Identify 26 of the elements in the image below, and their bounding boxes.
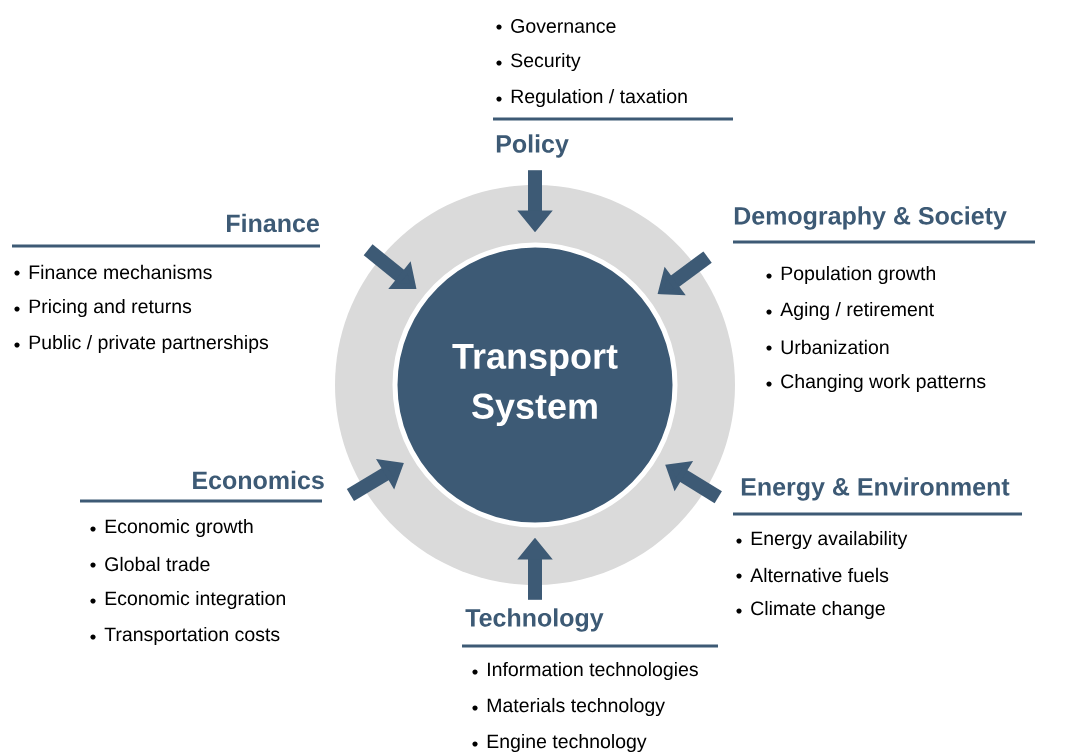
bullet-item: Energy availability xyxy=(736,530,908,550)
bullet-item: Urbanization xyxy=(766,339,889,355)
bullet-item: Population growth xyxy=(766,265,935,285)
bullet-item: Engine technology xyxy=(472,733,647,753)
heading: Energy & Environment xyxy=(741,477,1010,501)
heading: Demography & Society xyxy=(734,206,1007,230)
bullet-item: Regulation / taxation xyxy=(496,88,687,108)
heading: Finance xyxy=(227,213,319,233)
bullet-item: Alternative fuels xyxy=(736,567,889,583)
bullet-item: Pricing and returns xyxy=(14,298,192,318)
bullet-item: Economic growth xyxy=(90,518,253,538)
heading: Technology xyxy=(465,608,604,632)
bullet-item: Governance xyxy=(496,19,616,33)
bullet-item: Materials technology xyxy=(472,697,665,717)
bullet-item: Public / private partnerships xyxy=(14,334,269,354)
bullet-item: Information technologies xyxy=(472,661,698,681)
bullet-item: Changing work patterns xyxy=(766,373,986,393)
heading: Economics xyxy=(193,470,324,490)
bullet-item: Global trade xyxy=(90,556,210,572)
bullet-item: Economic integration xyxy=(90,590,285,610)
bullet-item: Transportation costs xyxy=(90,626,280,646)
bullet-item: Aging / retirement xyxy=(766,301,934,321)
bullet-item: Climate change xyxy=(736,600,885,620)
bullet-item: Finance mechanisms xyxy=(14,264,212,280)
bullet-item: Security xyxy=(496,52,581,72)
heading: Policy xyxy=(496,134,569,158)
